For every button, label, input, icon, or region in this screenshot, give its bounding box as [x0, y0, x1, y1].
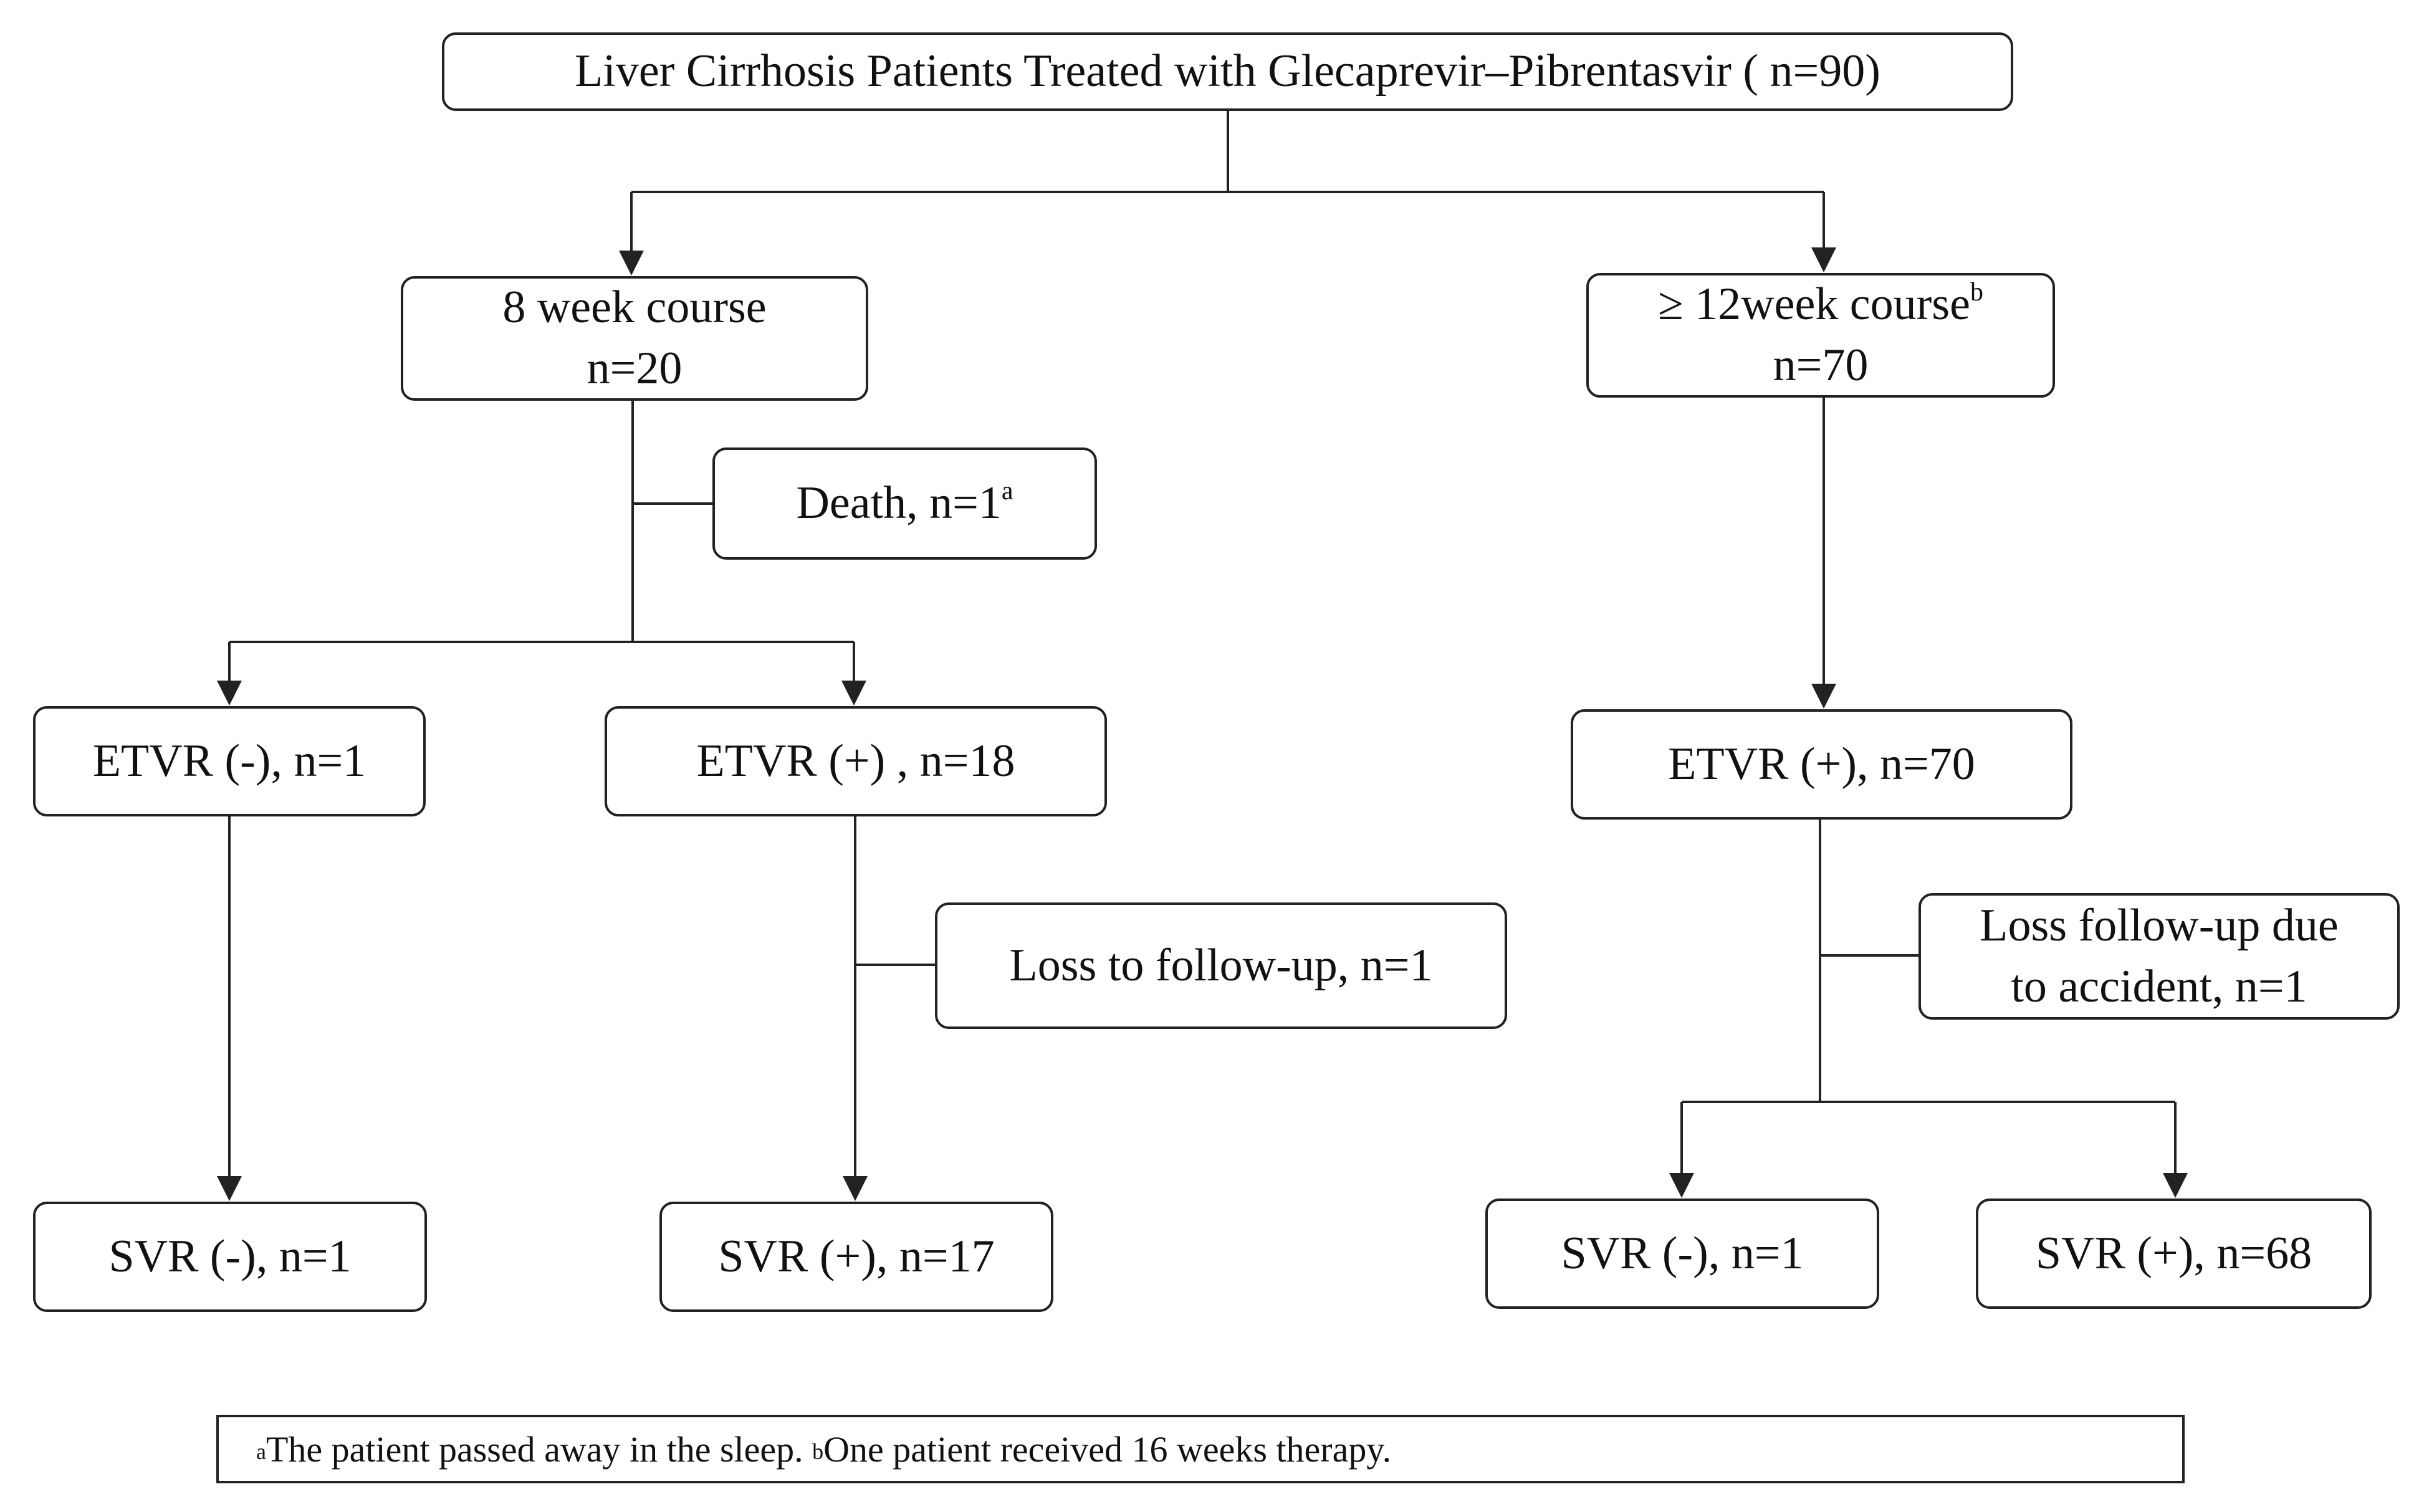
footnote-b-mark: b [812, 1439, 824, 1464]
svr-neg-left-label: SVR (-), n=1 [108, 1230, 352, 1282]
eight-week-label: 8 week course [502, 282, 767, 333]
loss-accident-node: Loss follow-up due to accident, n=1 [1918, 893, 2400, 1020]
eight-week-count: n=20 [587, 343, 683, 394]
root-node: Liver Cirrhosis Patients Treated with Gl… [442, 32, 2013, 111]
loss-follow-up-node: Loss to follow-up, n=1 [935, 902, 1507, 1029]
svr-pos-left-label: SVR (+), n=17 [718, 1230, 995, 1282]
footnote-a-text: The patient passed away in the sleep. [266, 1428, 803, 1470]
svr-pos-right-label: SVR (+), n=68 [2035, 1227, 2312, 1279]
twelve-week-node: ≥ 12week courseb n=70 [1586, 273, 2055, 398]
svr-pos-right-node: SVR (+), n=68 [1976, 1199, 2372, 1309]
twelve-week-label: ≥ 12week course [1658, 279, 1970, 330]
death-label-line: Death, n=1a [796, 473, 1013, 534]
footnote-mark-a: a [1001, 477, 1013, 506]
twelve-week-label-line: ≥ 12week courseb [1658, 274, 1983, 335]
loss-accident-line2: to accident, n=1 [2011, 960, 2307, 1012]
svr-neg-right-label: SVR (-), n=1 [1561, 1227, 1804, 1279]
etvr-neg-left-node: ETVR (-), n=1 [33, 706, 426, 816]
svr-neg-right-node: SVR (-), n=1 [1485, 1199, 1879, 1309]
etvr-pos-right-node: ETVR (+), n=70 [1571, 709, 2072, 820]
twelve-week-count: n=70 [1773, 340, 1869, 391]
etvr-pos-left-node: ETVR (+) , n=18 [605, 706, 1107, 816]
svr-pos-left-node: SVR (+), n=17 [659, 1202, 1053, 1312]
loss-follow-up-label: Loss to follow-up, n=1 [1009, 939, 1433, 991]
svr-neg-left-node: SVR (-), n=1 [33, 1202, 427, 1312]
root-label: Liver Cirrhosis Patients Treated with Gl… [575, 45, 1880, 97]
eight-week-node: 8 week course n=20 [401, 276, 868, 401]
footnote-a-mark: a [256, 1439, 266, 1464]
etvr-neg-left-label: ETVR (-), n=1 [92, 735, 366, 787]
footnote-b-text: One patient received 16 weeks therapy. [823, 1428, 1392, 1470]
etvr-pos-left-label: ETVR (+) , n=18 [696, 735, 1015, 787]
etvr-pos-right-label: ETVR (+), n=70 [1668, 738, 1975, 790]
footnote-mark-b: b [1970, 278, 1983, 307]
death-label: Death, n=1 [796, 477, 1002, 529]
loss-accident-line1: Loss follow-up due [1980, 899, 2339, 951]
death-node: Death, n=1a [712, 447, 1097, 560]
